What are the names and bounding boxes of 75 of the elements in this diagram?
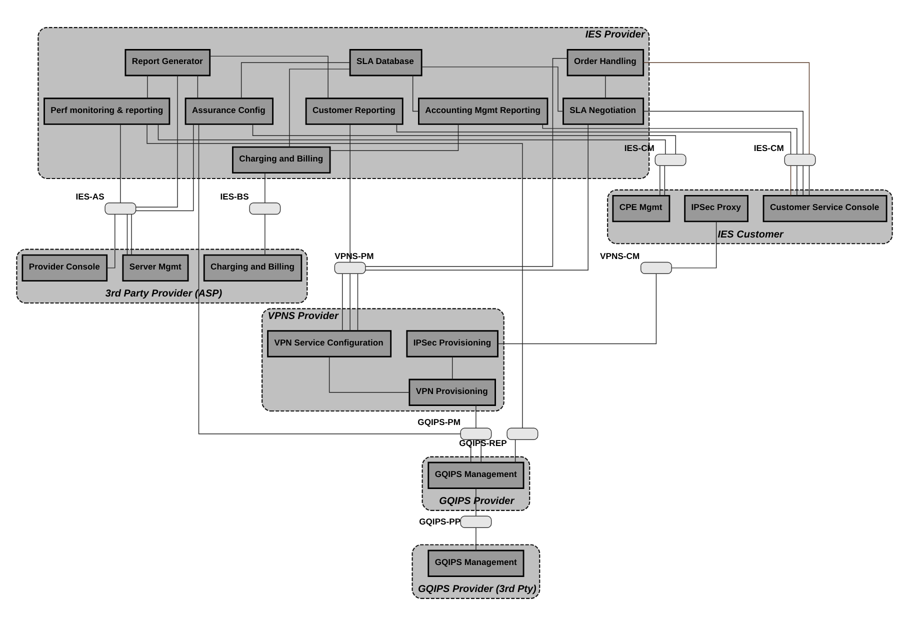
node-box: Order Handling — [566, 49, 644, 76]
node-box: GQIPS Management — [428, 550, 524, 577]
node-label: VPNS-CM — [600, 251, 640, 262]
node-capsule — [334, 262, 366, 274]
node-box: Perf monitoring & reporting — [44, 98, 170, 125]
connector — [136, 75, 178, 208]
connector — [126, 214, 128, 256]
node-capsule — [104, 202, 136, 215]
connector — [131, 214, 132, 256]
node-capsule — [784, 154, 816, 166]
connector — [498, 274, 657, 344]
node-label: IES-AS — [76, 192, 104, 202]
connector — [643, 62, 810, 154]
node-capsule — [249, 202, 281, 215]
connector — [357, 274, 358, 332]
connector — [158, 124, 666, 154]
connector — [120, 124, 121, 204]
node-capsule — [460, 428, 492, 440]
connector — [289, 68, 350, 148]
connector — [330, 124, 459, 151]
node-box: GQIPS Management — [428, 462, 524, 489]
node-box: CPE Mgmt — [612, 194, 670, 222]
connector — [664, 165, 666, 196]
connector — [542, 124, 798, 154]
connector — [790, 165, 792, 196]
node-box: VPN Provisioning — [408, 378, 496, 406]
node-box: Charging and Billing — [232, 146, 331, 174]
connector — [147, 75, 148, 99]
node-box: Accounting Mgmt Reporting — [418, 98, 548, 125]
node-capsule — [460, 516, 492, 528]
node-box: SLA Database — [349, 49, 422, 76]
connector — [197, 75, 198, 99]
connector — [240, 62, 350, 99]
connector — [643, 110, 804, 154]
node-label: GQIPS-PP — [419, 516, 461, 526]
node-capsule — [640, 262, 672, 274]
connector — [328, 356, 410, 393]
connector — [808, 165, 810, 196]
connector — [396, 124, 792, 154]
node-box: Charging and Billing — [203, 254, 302, 282]
connector — [136, 124, 194, 212]
node-box: VPN Service Configuration — [267, 330, 392, 358]
connector — [264, 172, 266, 204]
node-box: Customer Service Console — [762, 194, 888, 222]
connector — [252, 124, 676, 154]
node-box: Assurance Config — [184, 98, 274, 125]
node-box: Customer Reporting — [305, 98, 404, 125]
node-box: IPSec Proxy — [684, 194, 748, 222]
connector — [671, 221, 717, 268]
node-box: Server Mgmt — [122, 254, 189, 282]
connector — [342, 274, 343, 332]
connector — [452, 356, 453, 380]
node-box: IPSec Provisioning — [406, 330, 498, 358]
connector — [412, 75, 419, 112]
node-label: GQIPS-PM — [418, 417, 461, 428]
connector — [198, 124, 461, 434]
connector — [514, 439, 516, 463]
node-box: SLA Negotiation — [562, 98, 644, 125]
connector — [365, 124, 588, 270]
node-label: IES-CM — [624, 143, 654, 154]
connector — [796, 165, 798, 196]
node-capsule — [654, 154, 686, 166]
node-box: Report Generator — [124, 49, 211, 76]
connector — [106, 214, 116, 268]
connector — [264, 214, 266, 256]
node-capsule — [506, 428, 538, 440]
node-label: IES-BS — [220, 192, 249, 202]
node-box: Provider Console — [22, 254, 108, 282]
connector — [365, 58, 568, 267]
connector — [146, 124, 523, 428]
connector — [802, 165, 804, 196]
connector — [210, 56, 328, 99]
connector — [421, 66, 564, 112]
node-label: IES-CM — [754, 143, 784, 154]
connector — [605, 75, 606, 99]
